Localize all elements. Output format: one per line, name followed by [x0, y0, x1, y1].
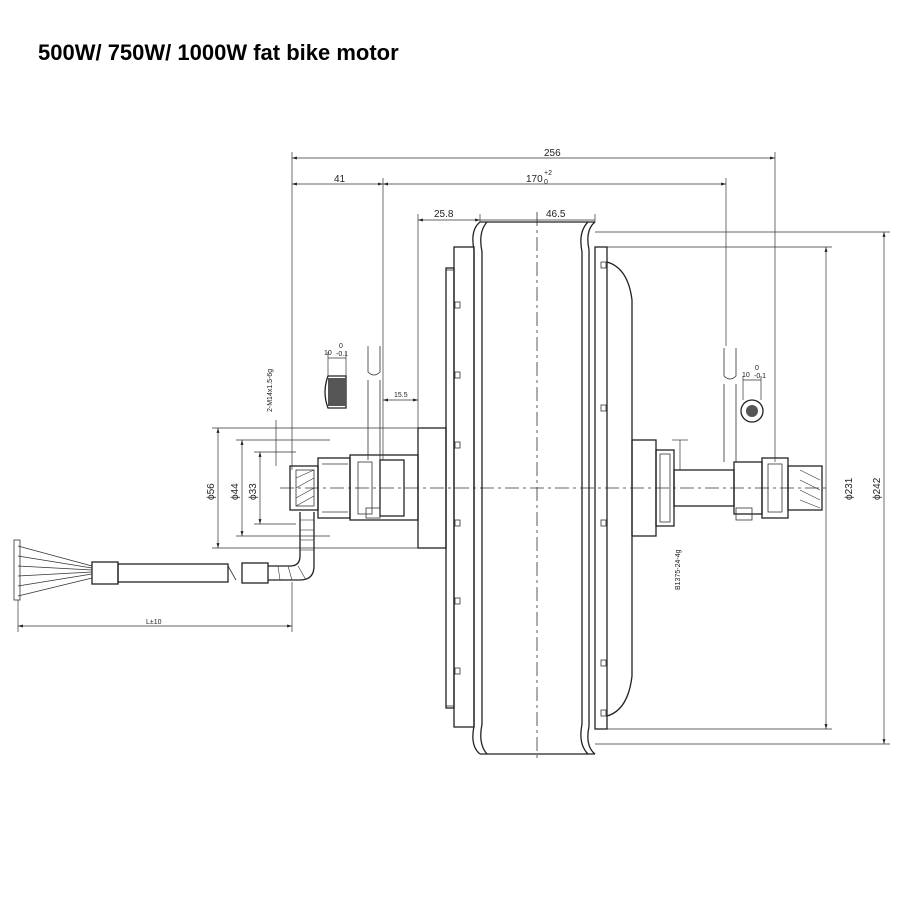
motor-cable: [13, 512, 315, 601]
dim-slot-right-label: 10: [742, 372, 750, 379]
dim-dia-33: [254, 451, 296, 525]
dim-overall-length-label: 256: [544, 148, 561, 159]
dim-rim-width: [479, 214, 596, 222]
dim-dia-56: [212, 427, 418, 549]
dim-flange-offset: [417, 214, 480, 428]
dim-left-offset: [292, 178, 384, 460]
dim-dia-44: [236, 439, 330, 537]
dim-slot-left-label: 10: [324, 350, 332, 357]
right-axle-assembly: [631, 439, 823, 537]
dim-axle-step-label: 15.5: [394, 392, 408, 399]
dim-left-offset-label: 41: [334, 174, 346, 185]
dim-dia-33-label: ϕ33: [248, 483, 259, 500]
dim-dia-231: [607, 246, 832, 730]
left-slot-detail: [324, 346, 381, 460]
page-title: 500W/ 750W/ 1000W fat bike motor: [38, 40, 399, 65]
dim-dia-44-label: ϕ44: [230, 483, 241, 500]
dim-flange-offset-label: 25.8: [434, 209, 454, 220]
dim-dropout-width-label: 170: [526, 174, 543, 185]
dim-dia-242-label: ϕ242: [872, 477, 883, 500]
dim-slot-left-tol-upper: 0: [339, 343, 343, 350]
dim-dropout-tol-upper: +2: [544, 170, 552, 177]
dim-dropout-tol-lower: 0: [544, 179, 548, 186]
dim-overall-length: [291, 152, 776, 470]
dim-cable-length-label: L±10: [146, 619, 162, 626]
dim-dia-56-label: ϕ56: [206, 483, 217, 500]
thread-spec-label: 2-M14x1.5-6g: [267, 369, 274, 412]
dim-slot-left-tol-lower: -0.1: [336, 351, 348, 358]
right-slot-detail: [723, 348, 764, 462]
dim-dropout-width: [383, 178, 727, 346]
dim-dia-242: [595, 231, 890, 745]
dim-slot-right-tol-upper: 0: [755, 365, 759, 372]
dim-rim-width-label: 46.5: [546, 209, 566, 220]
dim-slot-right-tol-lower: -0.1: [754, 373, 766, 380]
left-axle-assembly: [289, 427, 447, 549]
freewheel-thread-label: B1375-24-4g: [675, 549, 682, 590]
dim-dia-231-label: ϕ231: [844, 477, 855, 500]
dim-cable-length: [17, 582, 293, 632]
